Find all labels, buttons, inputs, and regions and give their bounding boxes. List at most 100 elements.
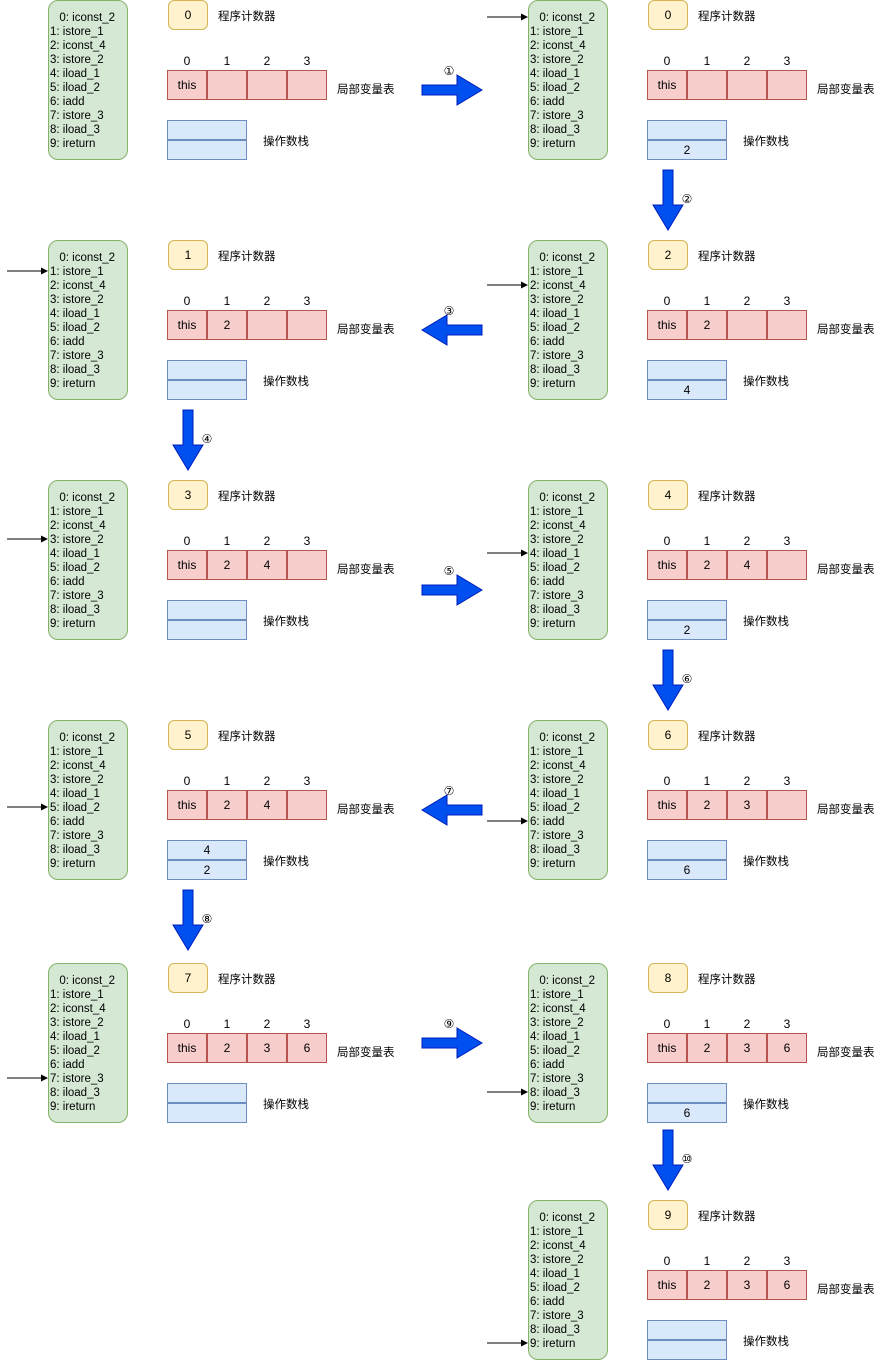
state-1-local-slot-2 xyxy=(727,70,767,100)
state-0-stack-slot-1 xyxy=(167,140,247,160)
bytecode-line: 1: istore_1 xyxy=(50,506,104,518)
state-10-locals-label: 局部变量表 xyxy=(817,1284,875,1296)
state-10-stack-label: 操作数栈 xyxy=(743,1336,789,1348)
state-3-pc-label: 程序计数器 xyxy=(218,251,276,263)
state-9-local-slot-2: 3 xyxy=(727,1033,767,1063)
state-10-pc-value: 9 xyxy=(648,1200,688,1230)
state-7-locals-label: 局部变量表 xyxy=(337,804,395,816)
bytecode-line: 5: iload_2 xyxy=(50,802,100,814)
state-7-pc-value: 5 xyxy=(168,720,208,750)
state-10-stack-slot-1 xyxy=(647,1340,727,1360)
bytecode-line: 4: iload_1 xyxy=(50,788,100,800)
bytecode-line: 9: ireturn xyxy=(530,1338,576,1350)
bytecode-line: 2: iconst_4 xyxy=(530,520,586,532)
bytecode-line: 0: iconst_2 xyxy=(53,732,116,744)
bytecode-line: 1: istore_1 xyxy=(50,26,104,38)
bytecode-line: 5: iload_2 xyxy=(50,1045,100,1057)
step-arrow-right xyxy=(421,574,483,606)
state-8-local-slot-0: this xyxy=(167,1033,207,1063)
step-arrow-down xyxy=(652,1129,684,1191)
local-index: 2 xyxy=(263,294,271,308)
step-label: ⑥ xyxy=(681,672,693,686)
bytecode-line: 1: istore_1 xyxy=(530,989,584,1001)
state-7-local-slot-2: 4 xyxy=(247,790,287,820)
state-6-stack-slot-1: 6 xyxy=(647,860,727,880)
step-arrow-left xyxy=(421,794,483,826)
bytecode-line: 5: iload_2 xyxy=(50,82,100,94)
local-index: 1 xyxy=(223,294,231,308)
local-index: 3 xyxy=(303,534,311,548)
local-index: 0 xyxy=(663,54,671,68)
local-index: 2 xyxy=(263,774,271,788)
bytecode-line: 7: istore_3 xyxy=(530,110,584,122)
bytecode-line: 6: iadd xyxy=(530,816,565,828)
instruction-pointer-head xyxy=(41,267,48,275)
state-3-local-slot-0: this xyxy=(167,310,207,340)
bytecode-line: 7: istore_3 xyxy=(530,350,584,362)
bytecode-line: 1: istore_1 xyxy=(530,1226,584,1238)
local-index: 3 xyxy=(783,774,791,788)
bytecode-line: 9: ireturn xyxy=(50,858,96,870)
bytecode-line: 7: istore_3 xyxy=(530,590,584,602)
local-index: 3 xyxy=(783,1254,791,1268)
state-9-pc-value: 8 xyxy=(648,963,688,993)
bytecode-line: 6: iadd xyxy=(530,1059,565,1071)
bytecode-line: 1: istore_1 xyxy=(50,266,104,278)
bytecode-line: 3: istore_2 xyxy=(530,294,584,306)
state-1-stack-label: 操作数栈 xyxy=(743,136,789,148)
bytecode-line: 6: iadd xyxy=(50,1059,85,1071)
state-9-stack-slot-1: 6 xyxy=(647,1103,727,1123)
bytecode-line: 3: istore_2 xyxy=(50,534,104,546)
state-7-local-slot-1: 2 xyxy=(207,790,247,820)
step-label: ① xyxy=(443,64,455,78)
state-8-stack-slot-0 xyxy=(167,1083,247,1103)
bytecode-line: 3: istore_2 xyxy=(530,1254,584,1266)
instruction-pointer-head xyxy=(521,1339,528,1347)
state-2-local-slot-3 xyxy=(767,310,807,340)
state-5-stack-slot-1: 2 xyxy=(647,620,727,640)
bytecode-line: 1: istore_1 xyxy=(530,506,584,518)
bytecode-line: 2: iconst_4 xyxy=(530,760,586,772)
bytecode-line: 7: istore_3 xyxy=(50,590,104,602)
state-5-local-slot-0: this xyxy=(647,550,687,580)
state-10-pc-label: 程序计数器 xyxy=(698,1211,756,1223)
state-10-local-slot-1: 2 xyxy=(687,1270,727,1300)
local-index: 0 xyxy=(183,1017,191,1031)
bytecode-line: 2: iconst_4 xyxy=(530,1240,586,1252)
bytecode-line: 5: iload_2 xyxy=(530,562,580,574)
local-index: 2 xyxy=(263,54,271,68)
bytecode-line: 2: iconst_4 xyxy=(50,760,106,772)
bytecode-line: 6: iadd xyxy=(530,96,565,108)
bytecode-line: 4: iload_1 xyxy=(50,548,100,560)
state-0-local-slot-3 xyxy=(287,70,327,100)
step-arrow-down xyxy=(652,169,684,231)
state-2-locals-label: 局部变量表 xyxy=(817,324,875,336)
bytecode-line: 6: iadd xyxy=(50,336,85,348)
state-3-local-slot-3 xyxy=(287,310,327,340)
state-8-local-slot-1: 2 xyxy=(207,1033,247,1063)
state-7-stack-label: 操作数栈 xyxy=(263,856,309,868)
instruction-pointer-head xyxy=(41,803,48,811)
bytecode-line: 2: iconst_4 xyxy=(50,280,106,292)
bytecode-line: 9: ireturn xyxy=(50,618,96,630)
state-5-local-slot-1: 2 xyxy=(687,550,727,580)
local-index: 1 xyxy=(223,774,231,788)
state-8-stack-label: 操作数栈 xyxy=(263,1099,309,1111)
state-4-pc-value: 3 xyxy=(168,480,208,510)
state-2-local-slot-1: 2 xyxy=(687,310,727,340)
local-index: 2 xyxy=(743,54,751,68)
local-index: 0 xyxy=(663,774,671,788)
local-index: 0 xyxy=(183,774,191,788)
local-index: 2 xyxy=(263,534,271,548)
bytecode-line: 6: iadd xyxy=(50,96,85,108)
state-0-pc-label: 程序计数器 xyxy=(218,11,276,23)
state-7-stack-slot-0: 4 xyxy=(167,840,247,860)
instruction-pointer-head xyxy=(521,1088,528,1096)
local-index: 0 xyxy=(663,534,671,548)
state-8-stack-slot-1 xyxy=(167,1103,247,1123)
